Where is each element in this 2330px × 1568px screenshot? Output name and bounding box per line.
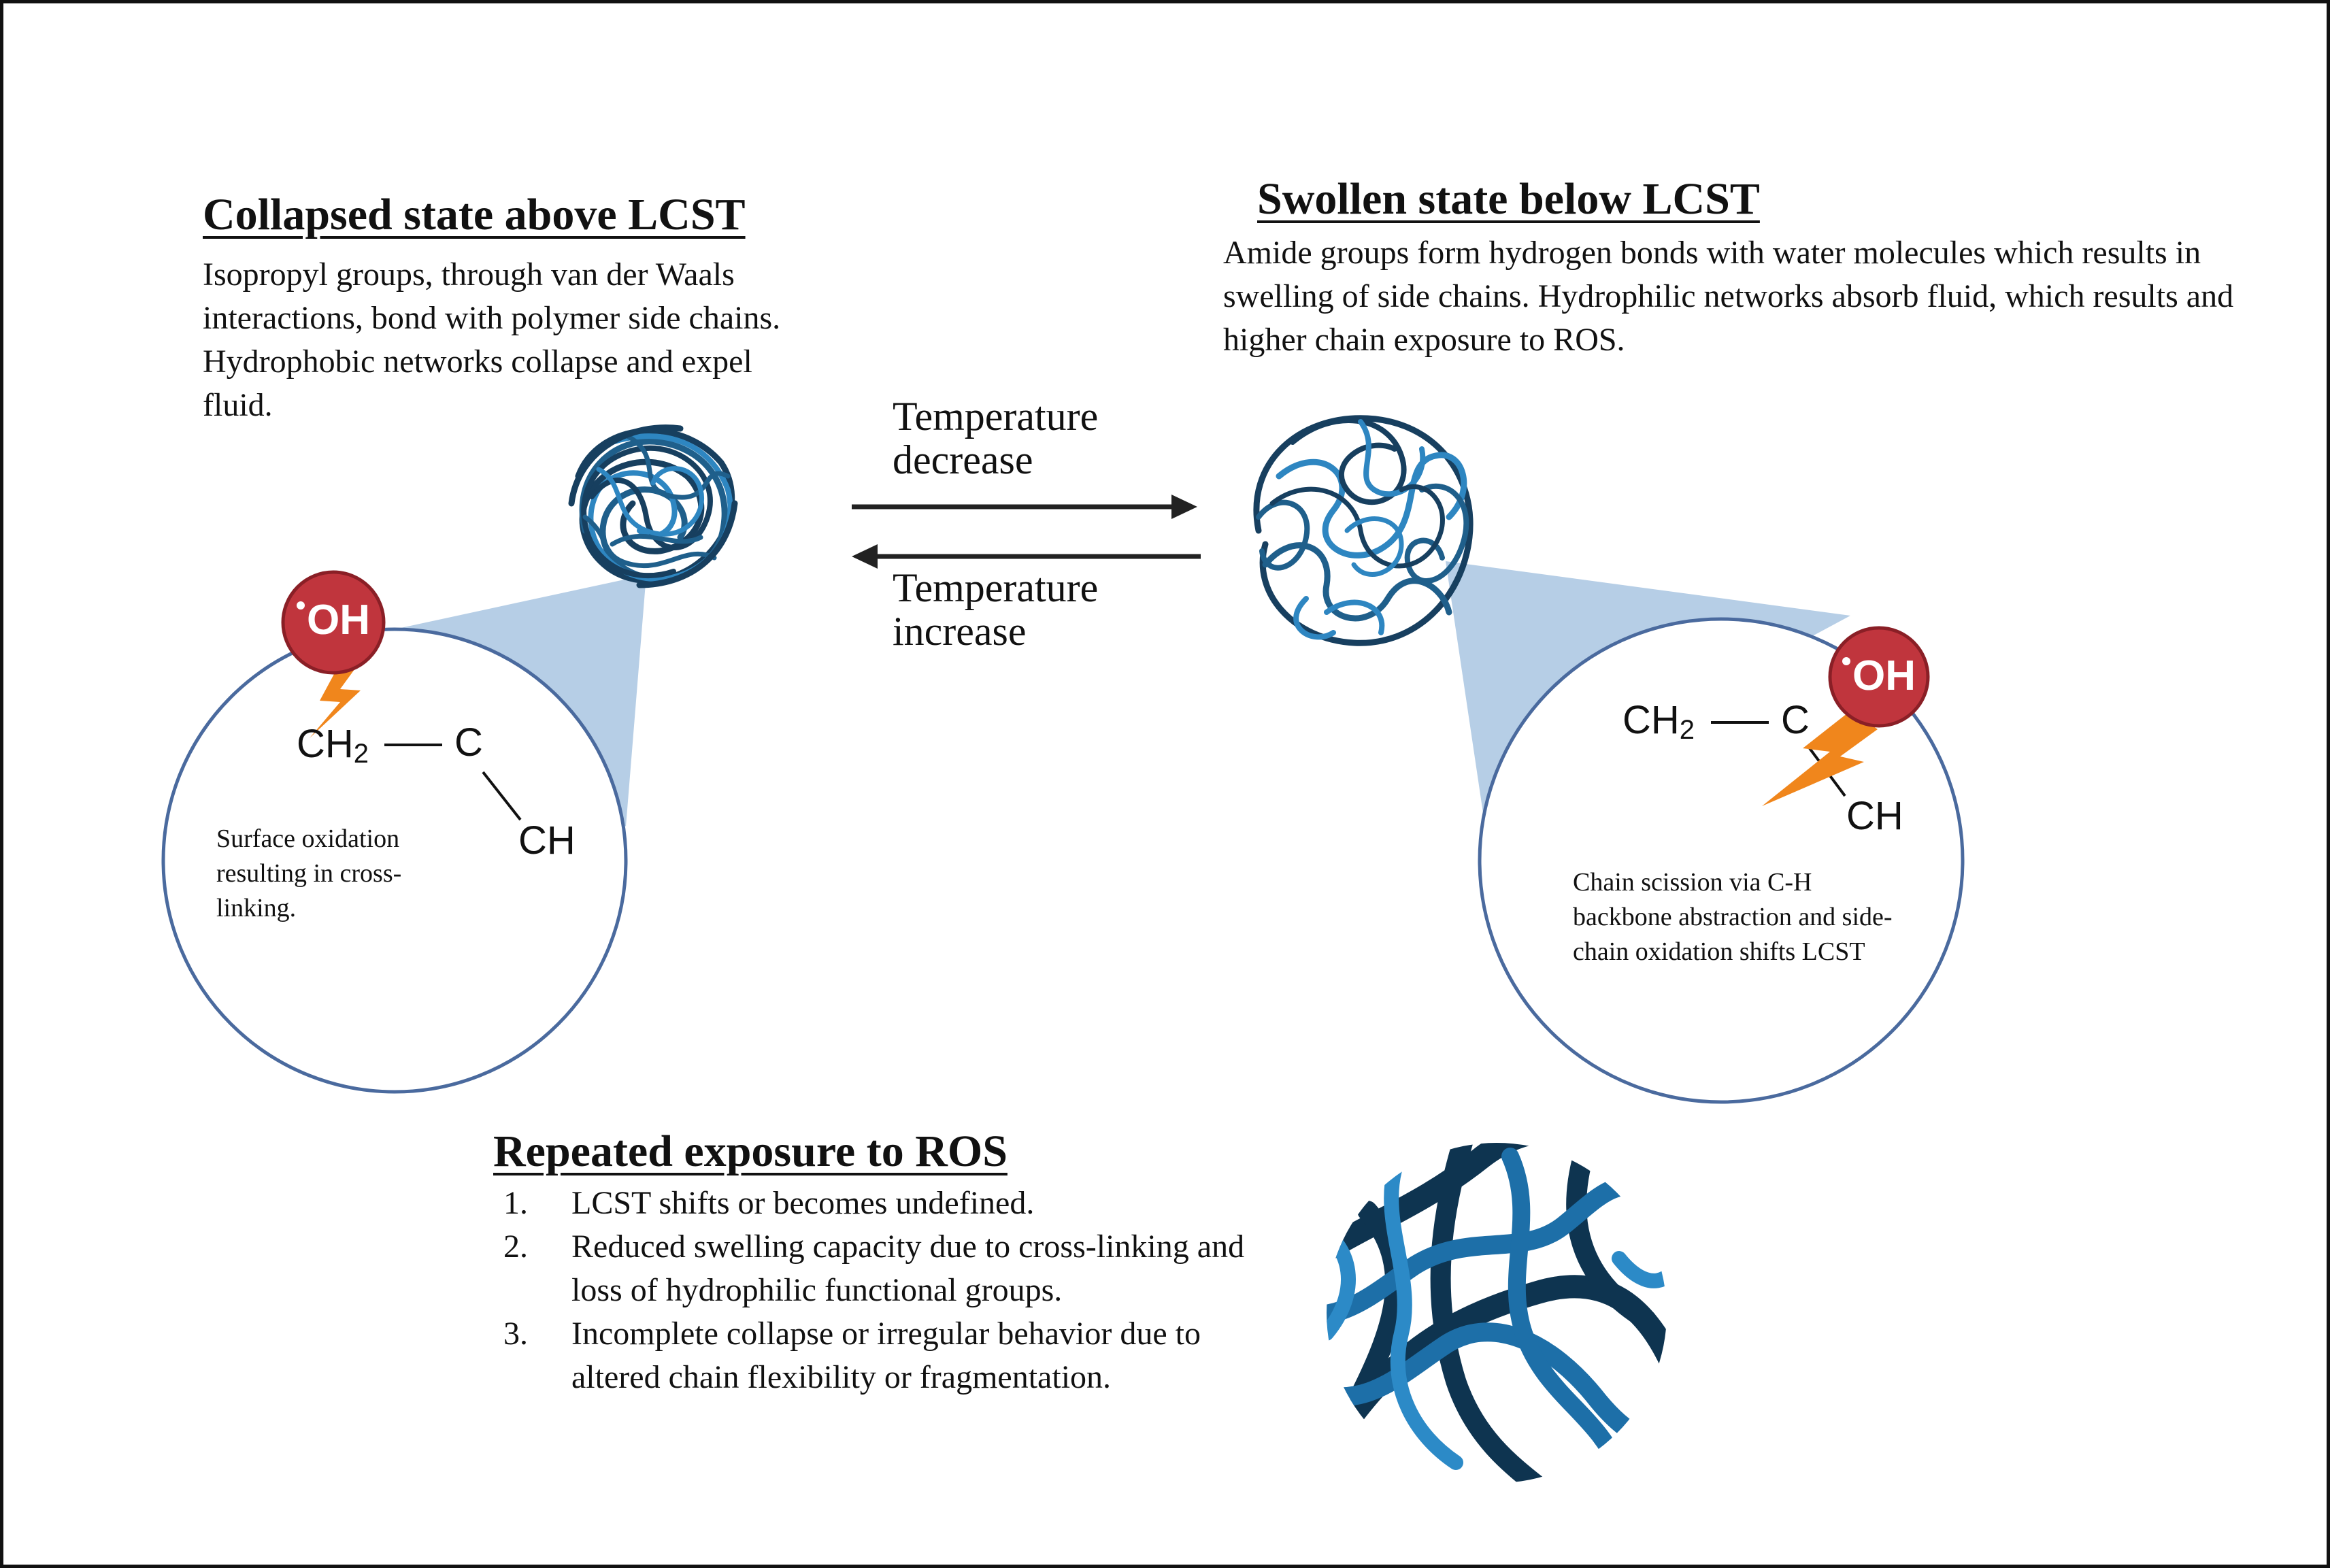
swollen-formula-ch2: CH2 xyxy=(1622,698,1695,745)
collapsed-formula-c: C xyxy=(454,720,483,765)
swollen-lightning-icon xyxy=(1762,711,1878,806)
swollen-formula-ch: CH xyxy=(1846,794,1903,838)
collapsed-radical-circle xyxy=(281,570,386,675)
forward-arrow-label: Temperature decrease xyxy=(893,394,1099,482)
collapsed-hydroxyl-radical: OH xyxy=(283,596,384,644)
repeated-effects-list: 1.LCST shifts or becomes undefined. 2.Re… xyxy=(503,1182,1245,1399)
collapsed-caption: Surface oxidation resulting in cross-lin… xyxy=(216,824,402,922)
forward-arrow xyxy=(852,495,1197,519)
radical-dot-icon xyxy=(1842,657,1850,665)
collapsed-description: Isopropyl groups, through van der Waals … xyxy=(203,256,781,423)
collapsed-formula-ch: CH xyxy=(518,818,576,863)
swollen-caption: Chain scission via C-H backbone abstract… xyxy=(1573,868,1893,966)
backward-arrow xyxy=(852,544,1201,569)
collapsed-bond-diagonal xyxy=(482,771,522,821)
swollen-hydroxyl-radical: OH xyxy=(1830,652,1928,700)
list-item: 1.LCST shifts or becomes undefined. xyxy=(503,1185,1035,1221)
repeated-heading: Repeated exposure to ROS xyxy=(493,1127,1008,1176)
collapsed-magnifier-circle xyxy=(161,627,628,1094)
collapsed-lightning-icon xyxy=(310,656,364,738)
swollen-heading: Swollen state below LCST xyxy=(1257,174,1760,224)
radical-dot-icon xyxy=(297,601,305,610)
swollen-description: Amide groups form hydrogen bonds with wa… xyxy=(1223,235,2234,358)
collapsed-heading: Collapsed state above LCST xyxy=(203,190,746,239)
swollen-polymer-globule xyxy=(1253,415,1474,646)
list-item: 2.Reduced swelling capacity due to cross… xyxy=(503,1229,1245,1308)
collapsed-polymer-globule xyxy=(568,424,738,588)
backward-arrow-label: Temperature increase xyxy=(893,565,1099,654)
list-item: 3.Incomplete collapse or irregular behav… xyxy=(503,1316,1201,1395)
swollen-radical-circle xyxy=(1828,626,1930,728)
collapsed-formula-ch2: CH2 xyxy=(297,722,369,769)
degraded-ribbon-network xyxy=(1327,1143,1667,1483)
swollen-formula-c: C xyxy=(1781,698,1810,742)
